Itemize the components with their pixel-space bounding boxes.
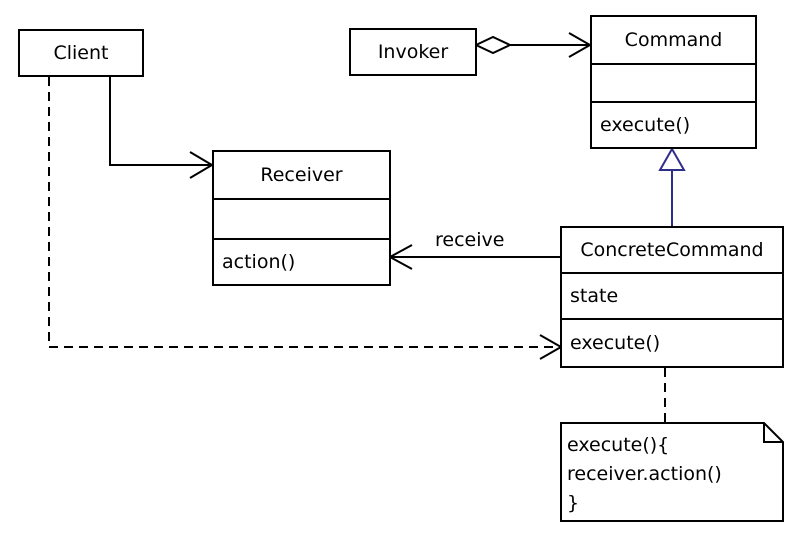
client-class: Client: [18, 29, 144, 77]
command-attributes-compartment: [592, 65, 755, 103]
note-text: execute(){ receiver.action()}: [567, 431, 722, 518]
note-line-1: execute(){: [567, 434, 670, 456]
invoker-aggregation-diamond: [473, 35, 513, 55]
receiver-class: Receiver action(): [212, 150, 391, 286]
implementation-note: execute(){ receiver.action()}: [560, 422, 784, 522]
concrete-command-class-name: ConcreteCommand: [580, 239, 764, 261]
inheritance-triangle: [658, 146, 686, 171]
command-class-name: Command: [624, 29, 723, 51]
invoker-class: Invoker: [349, 28, 477, 76]
receiver-name-compartment: Receiver: [214, 152, 389, 200]
command-method-execute: execute(): [600, 114, 691, 136]
receive-label: receive: [435, 229, 505, 251]
command-name-compartment: Command: [592, 17, 755, 65]
receiver-methods-compartment: action(): [214, 240, 389, 284]
concrete-command-attributes-compartment: state: [562, 274, 782, 320]
command-class: Command execute(): [590, 15, 757, 149]
concrete-command-attribute-state: state: [570, 285, 619, 307]
command-methods-compartment: execute(): [592, 103, 755, 147]
concrete-command-methods-compartment: execute(): [562, 320, 782, 366]
receiver-attributes-compartment: [214, 200, 389, 240]
note-shape: [560, 422, 784, 522]
concrete-command-name-compartment: ConcreteCommand: [562, 228, 782, 274]
concrete-command-class: ConcreteCommand state execute(): [560, 226, 784, 368]
invoker-class-name: Invoker: [377, 41, 449, 63]
client-concrete-dependency: [48, 77, 561, 348]
note-line-3: }: [567, 492, 580, 514]
concrete-command-method-execute: execute(): [570, 332, 661, 354]
client-class-name: Client: [53, 42, 109, 64]
receiver-method-action: action(): [222, 251, 296, 273]
client-receiver-association: [109, 77, 212, 166]
note-line-2: receiver.action(): [567, 463, 722, 485]
receiver-class-name: Receiver: [260, 164, 343, 186]
